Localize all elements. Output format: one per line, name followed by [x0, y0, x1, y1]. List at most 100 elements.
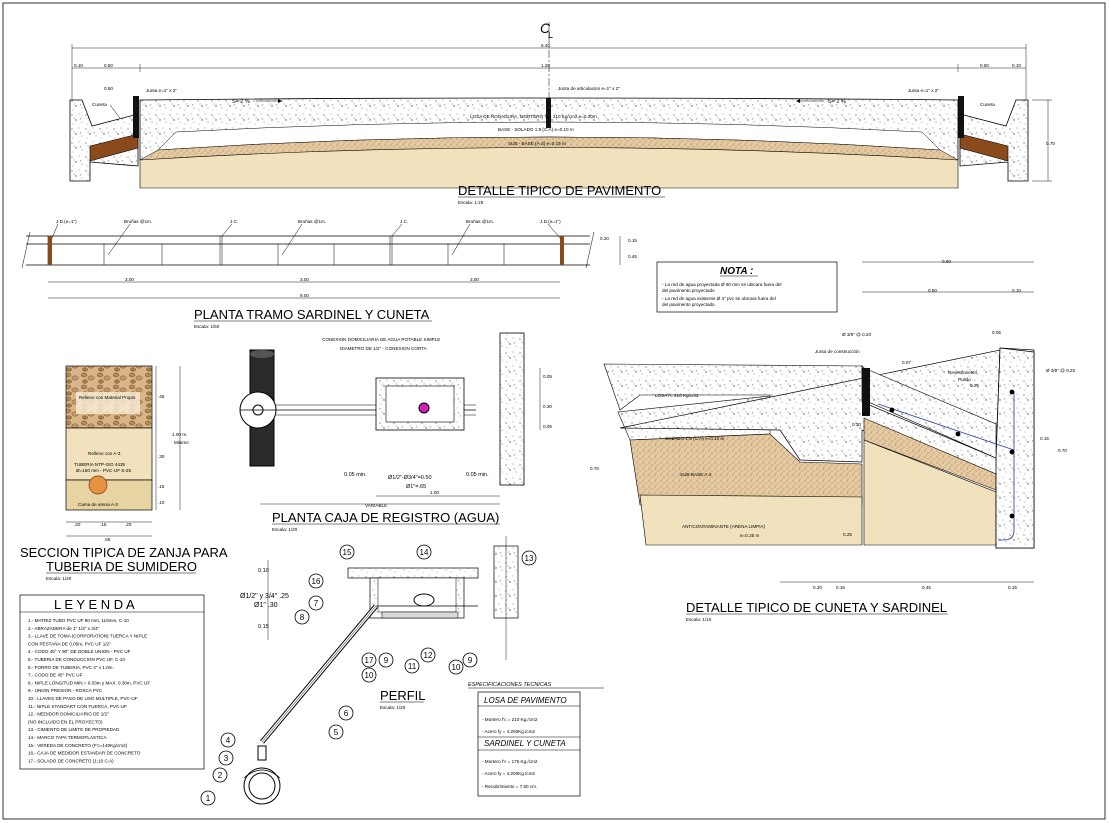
cuneta-left: Cuneta: [92, 102, 107, 107]
callout-bubble: [420, 647, 436, 663]
sard-s1: 3.00: [125, 277, 134, 282]
zanja-section: Relleno con Material Propio Relleno con …: [20, 365, 228, 581]
leyenda-item: 8.- NIPLE LONGITUD MIN.= 0.03m y MAX. 0.…: [28, 680, 150, 685]
cun-revest1: Revestimiento: [948, 370, 978, 375]
callout-number: 10: [365, 671, 374, 680]
leyenda-item: 7.- CODO DE 45° PVC UF: [28, 673, 83, 678]
callout-number: 14: [420, 548, 429, 557]
callout-bubble: [448, 659, 464, 675]
zanja-d10: .10: [158, 500, 165, 505]
callout-number: 9: [468, 656, 473, 665]
perfil-dpipe1: Ø1/2" y 3/4" .25: [240, 593, 289, 600]
nota-title: NOTA :: [720, 266, 753, 277]
caja-plan: CONEXION DOMICILIARIA DE AGUA POTABLE SI…: [239, 332, 552, 532]
sard-dim-a: 0.20: [600, 236, 609, 241]
caja-d6: VARIABLE: [365, 503, 387, 508]
caja-v3: 0.05: [543, 424, 552, 429]
callout-number: 16: [312, 577, 321, 586]
leyenda-title: L E Y E N D A: [54, 597, 135, 612]
zanja-wt: .55: [104, 537, 111, 542]
leyenda-item: 14.- MARCO TAPA TERMOPLASTICA: [28, 735, 107, 740]
specs-box: ESPECIFICACIONES TECNICAS LOSA DE PAVIME…: [468, 682, 604, 797]
cun-bar2: Ø 3/8" @ 0.25: [1046, 368, 1075, 373]
caja-title: PLANTA CAJA DE REGISTRO (AGUA): [272, 510, 499, 525]
callout-number: 8: [300, 613, 305, 622]
cun-anti1: ANTICONTAMINANTE (ARENA LIMPIA): [682, 524, 766, 529]
specs-s2a: - Mortero f'c = 175 Kg./cm2: [482, 759, 538, 764]
cuneta-detail: 0.60 0.50 0.10 Ø 3/8" @ 0.20 Ø 3/8" @ 0.…: [590, 259, 1075, 622]
dim-height: 0.70: [1046, 141, 1055, 146]
callout-bubble: [200, 790, 216, 806]
leyenda-item: 12.- MEDIDOR DOMICILIARIO DE 1/2": [28, 712, 109, 717]
cun-anti2: e=0.25 m: [740, 533, 759, 538]
caja-v1: 0.05: [543, 374, 552, 379]
leyenda-item: 11.- NIPLE STANDART CON TUERCA, PVC-UF: [28, 704, 127, 709]
callout-bubble: [361, 652, 377, 668]
nota-line2b: del pavimento proyectado: [662, 302, 715, 307]
layer-base: BASE - SOLADO 1:8 (C:A) e=0.10 m: [498, 127, 574, 132]
leyenda-item: CON PESTAÑA DE 0.05m, PVC UF 1/2": [28, 640, 111, 646]
sard-jd1: J.D.(e=1"): [56, 219, 77, 224]
caja-note1: CONEXION DOMICILIARIA DE AGUA POTABLE SI…: [322, 337, 440, 342]
sard-s3: 3.00: [470, 277, 479, 282]
sard-total: 9.00: [300, 293, 309, 298]
callout-number: 5: [334, 728, 339, 737]
dim-right-b: 0.50: [980, 63, 989, 68]
callout-number: 17: [365, 656, 374, 665]
callout-bubble: [521, 550, 537, 566]
cun-losa: LOSA f'c 210 Kg/cm2: [655, 393, 699, 398]
specs-s1a: - Mortero f'c = 210 Kg./cm2: [482, 717, 538, 722]
specs-sec1: LOSA DE PAVIMENTO: [484, 696, 567, 705]
zanja-pipe1: TUBERIA NTP-ISO 4435: [74, 462, 126, 467]
zanja-depth2: Minimo: [174, 440, 189, 445]
callout-number: 15: [343, 548, 352, 557]
junta-center: Junta de articulacion e=1" x 2": [558, 86, 620, 91]
sard-dim-c: 0.45: [628, 254, 637, 259]
cun-solado: SOLADO 1:8 (C:A) e=0.10 m: [665, 436, 725, 441]
caja-d1: 0.05 min.: [344, 472, 367, 478]
cuneta-scale: Escala: 1/10: [686, 617, 712, 622]
cun-d030: 0.30: [852, 422, 861, 427]
leyenda-item: 17.- SOLADO DE CONCRETO (1:10 C:A): [28, 758, 114, 763]
cun-d005: 0.05: [992, 330, 1001, 335]
callout-number: 1: [206, 794, 211, 803]
pavement-detail: C L 6.40 1.20 0.10 0.50 0.50 0.50 0.10 C…: [69, 20, 1055, 205]
leyenda-box: L E Y E N D A 1.- MATRIZ TUBO PVC UF 90 …: [19, 594, 205, 770]
callout-bubble: [308, 573, 324, 589]
zanja-fill: Relleno con Material Propio: [79, 395, 136, 400]
zanja-d45: .45: [158, 394, 165, 399]
zanja-depth: 1.00 m.: [172, 432, 187, 437]
centerline-sub: L: [548, 30, 553, 40]
callout-bubble: [294, 609, 310, 625]
leyenda-item: 9.- UNION PRESION - ROSCA PVC: [28, 688, 103, 693]
zanja-pipe2: Ø=160 mm - PVC-UF S-25: [76, 468, 131, 473]
zanja-w2: .15: [100, 522, 107, 527]
zanja-bed: Cama de arena A-3: [78, 502, 118, 507]
nota-line1: - La red de agua proyectada Ø 90 mm se u…: [662, 282, 782, 287]
zanja-d15: .15: [158, 484, 165, 489]
leyenda-item: 16.- CAJA DE MEDIDOR ESTANDAR DE CONCRET…: [28, 751, 141, 756]
perfil-dpipe2: Ø1" .30: [254, 602, 278, 609]
callout-number: 3: [224, 754, 229, 763]
specs-sec2: SARDINEL Y CUNETA: [484, 739, 566, 748]
leyenda-items: 1.- MATRIZ TUBO PVC UF 90 mm, 110mm, C-1…: [28, 618, 150, 763]
cuneta-right: Cuneta: [980, 102, 995, 107]
cun-dim-top: 0.60: [942, 259, 951, 264]
dim-left-c: 0.50: [104, 86, 113, 91]
cun-d025a: 0.25: [970, 383, 979, 388]
slope-right: S= 2 %: [828, 99, 846, 105]
sardinel-title: PLANTA TRAMO SARDINEL Y CUNETA: [194, 307, 430, 322]
callout-bubble: [378, 652, 394, 668]
nota-box: NOTA : - La red de agua proyectada Ø 90 …: [656, 261, 838, 313]
leyenda-item: 15.- VEREDA DE CONCRETO (F'c=140Kg/cm2): [28, 743, 128, 748]
sard-br3: Bruñas @1m.: [466, 219, 494, 224]
perfil-scale: Escala: 1/20: [380, 705, 406, 710]
leyenda-item: 10.- LLAVES DE PASO DE USO MULTIPLE, PVC…: [28, 696, 138, 701]
sard-br1: Bruñas @1m.: [124, 219, 152, 224]
junta-left: Junta e=1" x 2": [146, 88, 177, 93]
layer-slab: LOSA DE RODADURA, MORTERO f'c= 210 Kg/cm…: [470, 114, 597, 119]
nota-line1b: del pavimento proyectado: [662, 288, 715, 293]
cun-d070b: 0.70: [590, 466, 599, 471]
dim-half: 1.20: [541, 63, 550, 68]
callout-bubble: [308, 595, 324, 611]
